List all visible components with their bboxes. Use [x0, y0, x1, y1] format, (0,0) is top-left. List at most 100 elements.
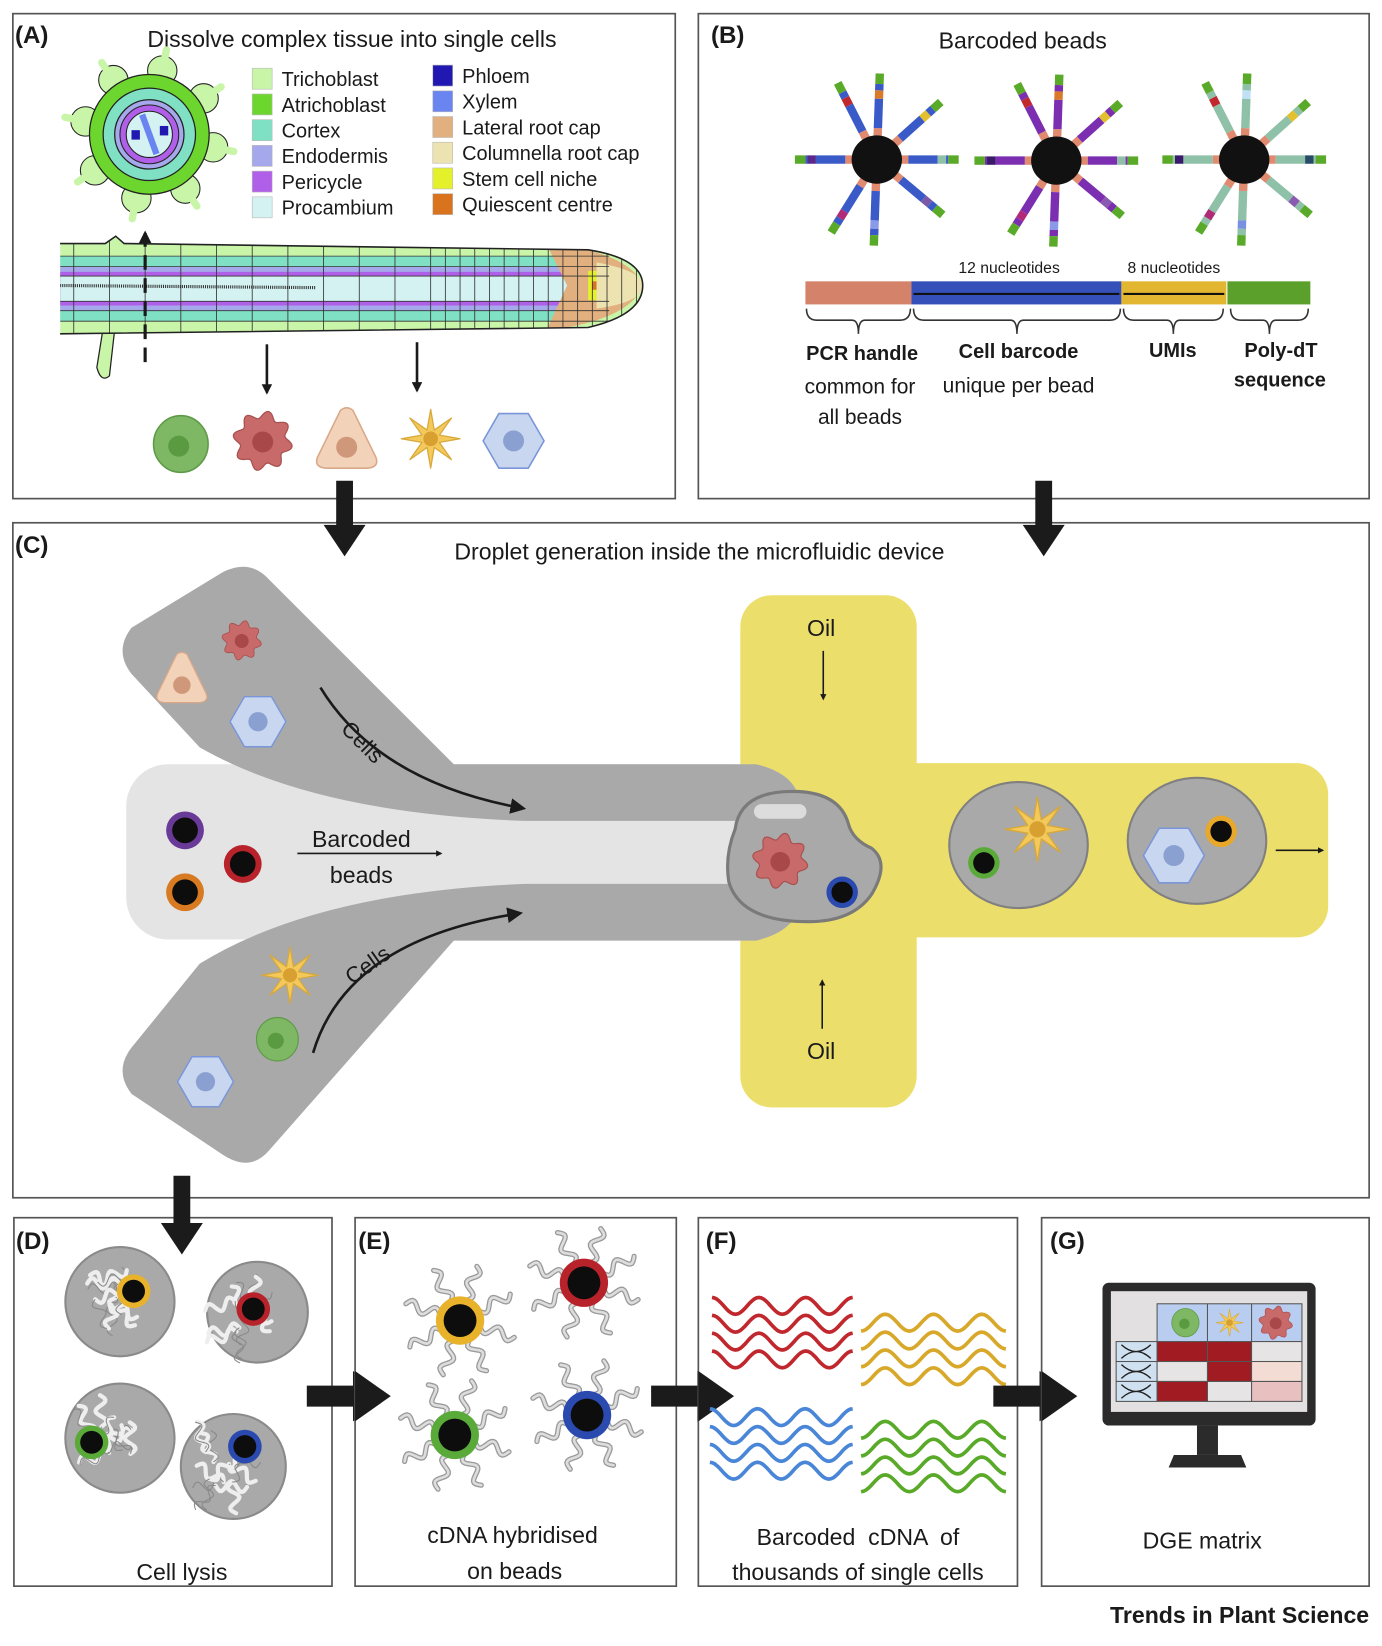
oligo-spoke-segment — [870, 190, 880, 221]
cells-flow-arrow-lower — [311, 907, 524, 1054]
oligo-spoke-segment — [1109, 99, 1124, 114]
panel-c: (C) Droplet generation inside the microf… — [12, 520, 1370, 1199]
mrna-strand-outline — [201, 1478, 215, 1511]
root-hair — [128, 194, 141, 223]
expression-cell — [1251, 1360, 1303, 1382]
dna-icon — [1120, 1384, 1152, 1399]
pcr-handle-desc-1: common for — [805, 376, 916, 399]
segment-name-pcr-handle: PCR handle — [806, 343, 918, 365]
bead-core — [443, 1304, 477, 1337]
oligo-spoke-segment — [1264, 115, 1293, 142]
oligo-spoke-segment — [1208, 184, 1232, 214]
arrow-f-to-g-tip — [1041, 1370, 1078, 1422]
cdna-wave — [711, 1331, 853, 1352]
legend-swatch — [251, 196, 273, 219]
bead-core — [241, 1297, 265, 1321]
cdna-strand-inner — [438, 1339, 456, 1377]
cdna-wave — [711, 1295, 853, 1317]
legend-label: Xylem — [462, 92, 517, 114]
segment-name-poly-dt: Poly-dT — [1244, 340, 1317, 362]
root-outline — [60, 235, 644, 335]
cell-barcode-length: 12 nucleotides — [958, 260, 1060, 277]
matrix-header-round-cell — [1171, 1308, 1200, 1338]
cdna-wave — [709, 1460, 853, 1481]
segment-braces — [805, 308, 1310, 334]
legend-swatch — [432, 141, 454, 164]
oligo-spoke-segment — [932, 204, 946, 219]
cdna-strand-inner — [588, 1227, 606, 1265]
oligo-spoke-segment — [1237, 190, 1248, 221]
lysed-droplet — [203, 1260, 309, 1364]
oligo-spoke-segment — [1076, 116, 1105, 143]
root-hair — [209, 143, 238, 156]
barcoded-cdna-waves — [709, 1295, 1007, 1494]
mrna-strand — [206, 1321, 242, 1338]
microfluidic-device: Cells Cells Barcoded beads — [122, 566, 1329, 1163]
legend-item: Stem cell niche — [432, 167, 597, 191]
cdna-wave-group — [860, 1312, 1007, 1387]
root-hair — [61, 113, 90, 126]
cdna-wave — [860, 1419, 1007, 1441]
panel-a-label: (A) — [15, 22, 49, 49]
panel-f-label: (F) — [706, 1228, 737, 1255]
lysed-droplet — [179, 1412, 287, 1521]
root-hair — [73, 166, 99, 186]
bead-core — [851, 135, 902, 184]
mrna-strand — [85, 1275, 121, 1291]
oligo-spoke-segment — [1106, 201, 1117, 213]
arrow-a-to-c-tip — [323, 520, 366, 557]
mrna-strand — [194, 1461, 226, 1485]
legend-item: Cortex — [251, 119, 341, 143]
mrna-strand — [207, 1457, 237, 1483]
expression-cell — [1156, 1360, 1208, 1382]
panel-g-label: (G) — [1050, 1228, 1085, 1255]
arrow-b-to-c-tip — [1022, 520, 1065, 557]
oligo-spoke-segment — [827, 221, 841, 235]
panel-e-label: (E) — [358, 1228, 390, 1255]
oligo-spoke-segment — [1294, 200, 1305, 212]
bead-core — [831, 881, 853, 903]
oligo-spoke-segment — [833, 216, 844, 226]
bead — [74, 1425, 109, 1460]
bead-core — [80, 1430, 104, 1454]
oligo-spoke-segment — [930, 98, 944, 113]
panel-e-caption-1: cDNA hybridised — [427, 1522, 598, 1548]
mrna-strand-outline — [87, 1281, 120, 1294]
mrna-strand-outline — [91, 1298, 108, 1329]
panel-g-caption: DGE matrix — [1143, 1527, 1263, 1553]
cdna-wave-group — [711, 1295, 853, 1370]
mrna-strand-outline — [105, 1303, 118, 1337]
cdna-strand-inner — [531, 1393, 569, 1411]
oligo-spoke-segment — [1013, 82, 1026, 96]
legend-item: Phloem — [432, 64, 530, 88]
oligo-spoke-segment — [897, 115, 925, 142]
cdna-strand-inner — [593, 1432, 615, 1467]
panel-f-caption-2: thousands of single cells — [732, 1559, 983, 1585]
expression-cell — [1206, 1380, 1253, 1402]
lysed-droplet — [64, 1246, 176, 1358]
segment-pcr-handle — [805, 281, 912, 305]
cdna-strand-inner — [556, 1231, 578, 1266]
cdna-strand-inner — [472, 1407, 507, 1429]
mrna-strand-outline — [234, 1327, 247, 1360]
legend-label: Atrichoblast — [282, 95, 387, 117]
segment-brace — [1122, 308, 1225, 334]
cross-phloem-left — [131, 130, 140, 140]
panel-b-label: (B) — [711, 22, 745, 49]
segment-poly-dt — [1227, 281, 1311, 305]
legend-swatch — [432, 167, 454, 190]
cell-star-yellow — [260, 946, 320, 1005]
cell-round-green — [152, 414, 209, 474]
lysed-droplet — [64, 1382, 176, 1494]
cdna-bead — [403, 1263, 517, 1378]
cell-star-yellow — [1004, 796, 1071, 863]
cdna-strand-inner — [605, 1419, 643, 1437]
expression-cell — [1206, 1341, 1253, 1363]
cdna-strand-inner — [562, 1301, 580, 1339]
dna-icon — [1120, 1344, 1152, 1359]
bead-core — [233, 1435, 257, 1458]
bead-yellow — [1205, 815, 1237, 848]
legend-label: Cortex — [282, 121, 341, 143]
bead-core — [973, 852, 995, 874]
journal-footer: Trends in Plant Science — [1110, 1602, 1369, 1628]
